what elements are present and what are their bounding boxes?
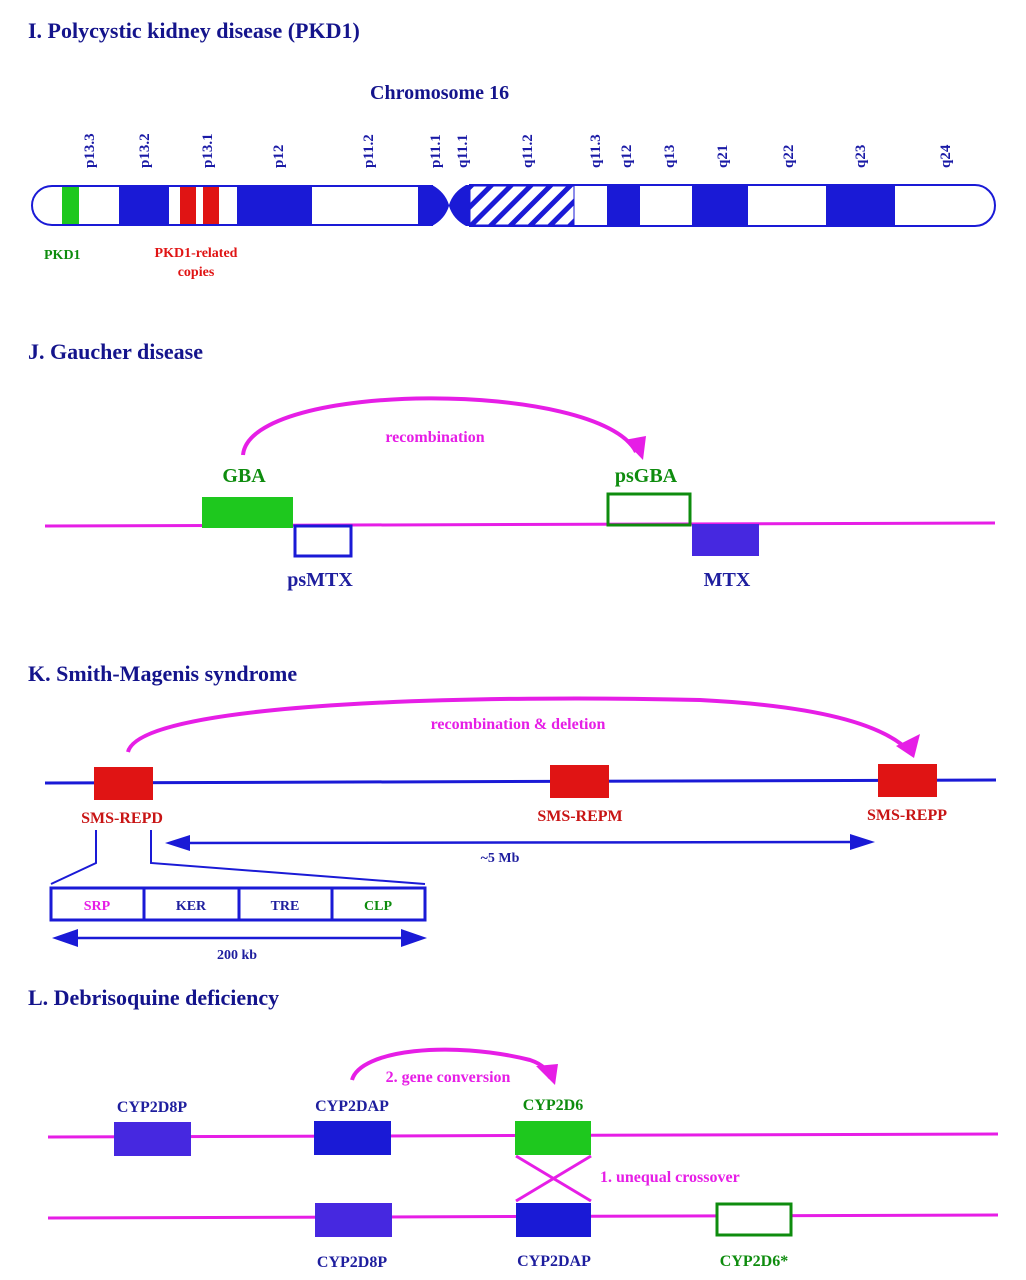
psgba-label: psGBA	[615, 465, 678, 487]
recombination-deletion-arrow	[126, 696, 912, 754]
panel-l-title: L. Debrisoquine deficiency	[28, 985, 279, 1010]
band-label: p13.1	[200, 133, 216, 168]
band-label: q11.3	[588, 134, 604, 168]
bottom-cyp2d6-star-gene	[715, 1202, 793, 1237]
bottom-gene-label: CYP2D8P	[317, 1254, 387, 1271]
arrow-right-icon	[401, 929, 427, 947]
span-200kb-label: 200 kb	[217, 948, 257, 963]
panel-i-pkd1: I. Polycystic kidney disease (PKD1) Chro…	[28, 18, 996, 280]
gba-gene	[202, 497, 293, 528]
band-label: p11.2	[361, 134, 377, 168]
top-gene-label: CYP2DAP	[315, 1098, 389, 1115]
band-label: q12	[619, 145, 635, 168]
panel-j-gaucher: J. Gaucher disease recombination GBA psM…	[28, 339, 996, 591]
zoom-line-left	[50, 830, 97, 885]
top-cyp2d8p-gene	[114, 1122, 191, 1156]
pkd1-related-label: PKD1-related	[155, 246, 238, 261]
chromosome-label: Chromosome 16	[370, 82, 509, 104]
top-cyp2dap-gene	[314, 1121, 391, 1155]
segment-srp: SRP	[84, 899, 111, 914]
mtx-label: MTX	[704, 569, 751, 591]
gene-conversion-label: 2. gene conversion	[386, 1069, 511, 1086]
band-label: p13.3	[82, 133, 98, 168]
pkd1-gene-band	[62, 187, 79, 224]
centromere	[418, 185, 470, 226]
crossover-line	[515, 1154, 592, 1203]
arrow-left-icon	[165, 835, 190, 851]
psgba-pseudogene	[606, 492, 692, 527]
sms-repp-label: SMS-REPP	[867, 807, 947, 824]
band-q21	[692, 186, 748, 225]
top-gene-label: CYP2D6	[523, 1097, 583, 1114]
sms-repd-label: SMS-REPD	[81, 810, 163, 827]
band-q11-2-heterochromatin	[469, 185, 575, 226]
band-label: q13	[662, 145, 678, 168]
recombination-arrow	[241, 396, 638, 456]
sms-repd-block	[94, 767, 153, 800]
band-label: p13.2	[137, 133, 153, 168]
panel-k-title: K. Smith-Magenis syndrome	[28, 661, 297, 686]
sms-repm-label: SMS-REPM	[537, 808, 622, 825]
segment-clp: CLP	[364, 899, 392, 914]
band-q23	[826, 186, 895, 225]
segment-tre: TRE	[271, 899, 300, 914]
bottom-gene-label: CYP2DAP	[517, 1253, 591, 1270]
recombination-deletion-label: recombination & deletion	[431, 716, 606, 733]
arrow-left-icon	[52, 929, 78, 947]
bottom-cyp2d8p-gene	[315, 1203, 392, 1237]
unequal-crossover-label: 1. unequal crossover	[600, 1169, 740, 1186]
repd-segment-map: SRP KER TRE CLP	[49, 886, 427, 922]
top-gene-label: CYP2D8P	[117, 1099, 187, 1116]
panel-j-title: J. Gaucher disease	[28, 339, 203, 364]
zoom-line-right	[150, 830, 426, 885]
panel-i-title: I. Polycystic kidney disease (PKD1)	[28, 18, 360, 43]
band-labels: p13.3 p13.2 p13.1 p12 p11.2 p11.1 q11.1 …	[82, 133, 954, 168]
mtx-gene	[692, 524, 759, 556]
band-label: q11.2	[520, 134, 536, 168]
band-p12	[237, 187, 312, 224]
chromosome-16	[31, 184, 996, 227]
pkd1-label: PKD1	[44, 248, 81, 263]
p-arm	[31, 185, 433, 226]
band-label: q21	[715, 145, 731, 168]
band-label: q23	[853, 145, 869, 168]
bottom-gene-label: CYP2D6*	[720, 1253, 788, 1270]
band-label: q11.1	[455, 134, 471, 168]
top-cyp2d6-gene	[515, 1121, 591, 1155]
arrow-right-icon	[850, 834, 875, 850]
band-label: p11.1	[428, 134, 444, 168]
sms-repp-block	[878, 764, 937, 797]
pkd1-related-copy	[203, 187, 219, 224]
panel-k-smith-magenis: K. Smith-Magenis syndrome recombination …	[28, 661, 997, 963]
span-5mb-label: ~5 Mb	[481, 851, 520, 866]
psmtx-pseudogene	[293, 524, 353, 558]
psmtx-label: psMTX	[287, 569, 353, 591]
pkd1-related-label-line2: copies	[178, 265, 215, 280]
pkd1-related-copy	[180, 187, 196, 224]
arrowhead-icon	[536, 1064, 558, 1085]
arrowhead-icon	[624, 436, 646, 460]
gba-label: GBA	[222, 465, 266, 487]
chromosome-line	[44, 778, 997, 785]
sms-repm-block	[550, 765, 609, 798]
arrowhead-icon	[896, 734, 920, 758]
span-5mb-line	[179, 840, 861, 845]
panel-l-debrisoquine: L. Debrisoquine deficiency 2. gene conve…	[28, 985, 999, 1271]
chromosome-line	[44, 521, 996, 528]
recombination-label: recombination	[385, 429, 484, 446]
segment-ker: KER	[176, 899, 207, 914]
band-label: q24	[938, 144, 954, 168]
band-q12	[607, 186, 640, 225]
bottom-cyp2dap-gene	[516, 1203, 591, 1237]
band-p13-2	[119, 187, 169, 224]
band-label: p12	[271, 145, 287, 168]
band-label: q22	[781, 145, 797, 168]
